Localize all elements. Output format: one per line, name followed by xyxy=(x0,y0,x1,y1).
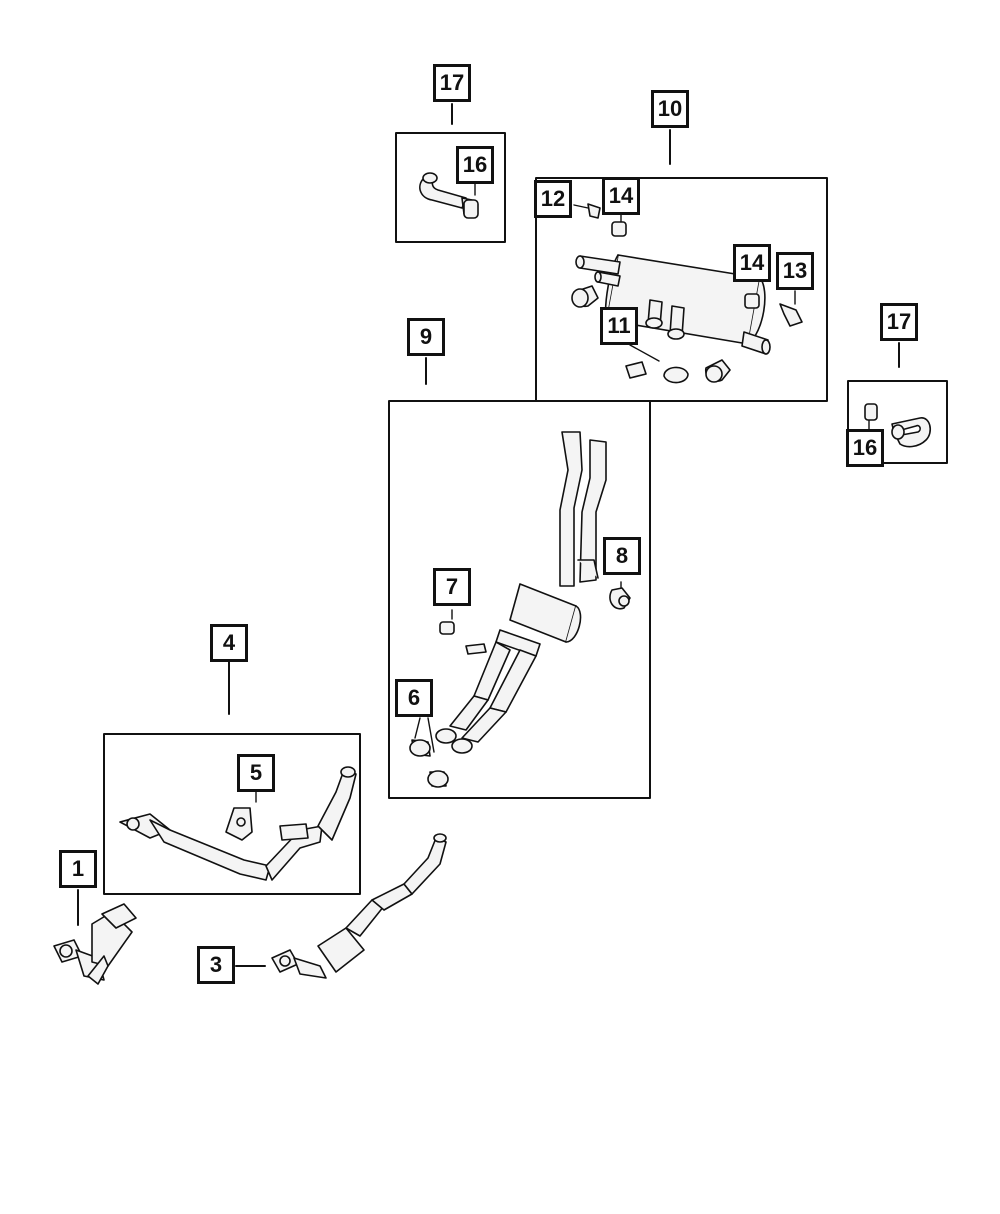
group-box-17-right xyxy=(847,380,948,464)
callout-12[interactable]: 12 xyxy=(534,180,572,218)
callout-17-top[interactable]: 17 xyxy=(433,64,471,102)
callout-16-right[interactable]: 16 xyxy=(846,429,884,467)
callout-14-left[interactable]: 14 xyxy=(602,177,640,215)
crossover-pipe-9 xyxy=(409,431,631,788)
group-box-17-top xyxy=(395,132,506,243)
group-box-10-muffler xyxy=(535,177,828,402)
callout-10[interactable]: 10 xyxy=(651,90,689,128)
front-pipe-3 xyxy=(271,833,447,979)
group-box-9-crossover xyxy=(388,400,651,799)
tailpipe-extension-17-right xyxy=(864,403,932,448)
callout-13[interactable]: 13 xyxy=(776,252,814,290)
callout-17-right[interactable]: 17 xyxy=(880,303,918,341)
callout-14-right[interactable]: 14 xyxy=(733,244,771,282)
callout-11[interactable]: 11 xyxy=(600,307,638,345)
callout-6[interactable]: 6 xyxy=(395,679,433,717)
callout-7[interactable]: 7 xyxy=(433,568,471,606)
group-box-4-pipe xyxy=(103,733,361,895)
callout-5[interactable]: 5 xyxy=(237,754,275,792)
tailpipe-extension-17-top xyxy=(419,172,479,219)
intermediate-pipe-4 xyxy=(119,766,357,881)
callout-4[interactable]: 4 xyxy=(210,624,248,662)
callout-9[interactable]: 9 xyxy=(407,318,445,356)
callout-16-top[interactable]: 16 xyxy=(456,146,494,184)
callout-3[interactable]: 3 xyxy=(197,946,235,984)
callout-1[interactable]: 1 xyxy=(59,850,97,888)
leader-lines xyxy=(77,103,900,967)
catalytic-converter-1 xyxy=(53,903,137,985)
muffler-assembly-10 xyxy=(571,203,803,384)
callout-8[interactable]: 8 xyxy=(603,537,641,575)
